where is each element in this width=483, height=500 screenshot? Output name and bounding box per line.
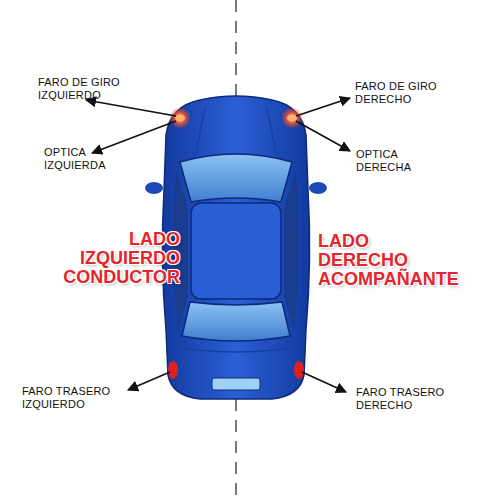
hood-line <box>196 108 205 155</box>
part-label: FARO DE GIRO DERECHO <box>355 80 465 106</box>
leader-arrow <box>86 100 176 116</box>
part-label: OPTICA IZQUIERDA <box>44 146 124 172</box>
part-label: OPTICA DERECHA <box>356 148 436 174</box>
windshield <box>180 154 292 202</box>
part-label: FARO DE GIRO IZQUIERDO <box>38 76 148 102</box>
part-label: FARO TRASERO IZQUIERDO <box>22 385 122 411</box>
part-label: FARO TRASERO DERECHO <box>356 386 456 412</box>
leader-arrow <box>296 98 350 116</box>
hood-line <box>267 108 276 155</box>
trunk-line <box>182 348 290 352</box>
side-label: LADO DERECHO ACOMPAÑANTE <box>318 232 459 289</box>
car-body <box>162 96 309 399</box>
left-headlight <box>175 115 185 122</box>
headlight-glow <box>169 107 191 129</box>
roof <box>191 203 281 299</box>
leader-arrow <box>128 372 170 390</box>
rear-window <box>182 302 290 341</box>
leader-arrow <box>296 121 350 151</box>
side-label: LADO IZQUIERDO CONDUCTOR <box>63 230 180 287</box>
right-window <box>284 172 299 330</box>
left-taillight <box>168 361 178 379</box>
leader-arrow <box>302 372 346 392</box>
leader-arrow <box>92 121 176 153</box>
right-mirror <box>309 182 327 194</box>
right-headlight <box>287 115 297 122</box>
headlight-glow <box>281 107 303 129</box>
license-plate <box>212 378 260 390</box>
left-mirror <box>145 182 163 194</box>
right-taillight <box>294 361 304 379</box>
